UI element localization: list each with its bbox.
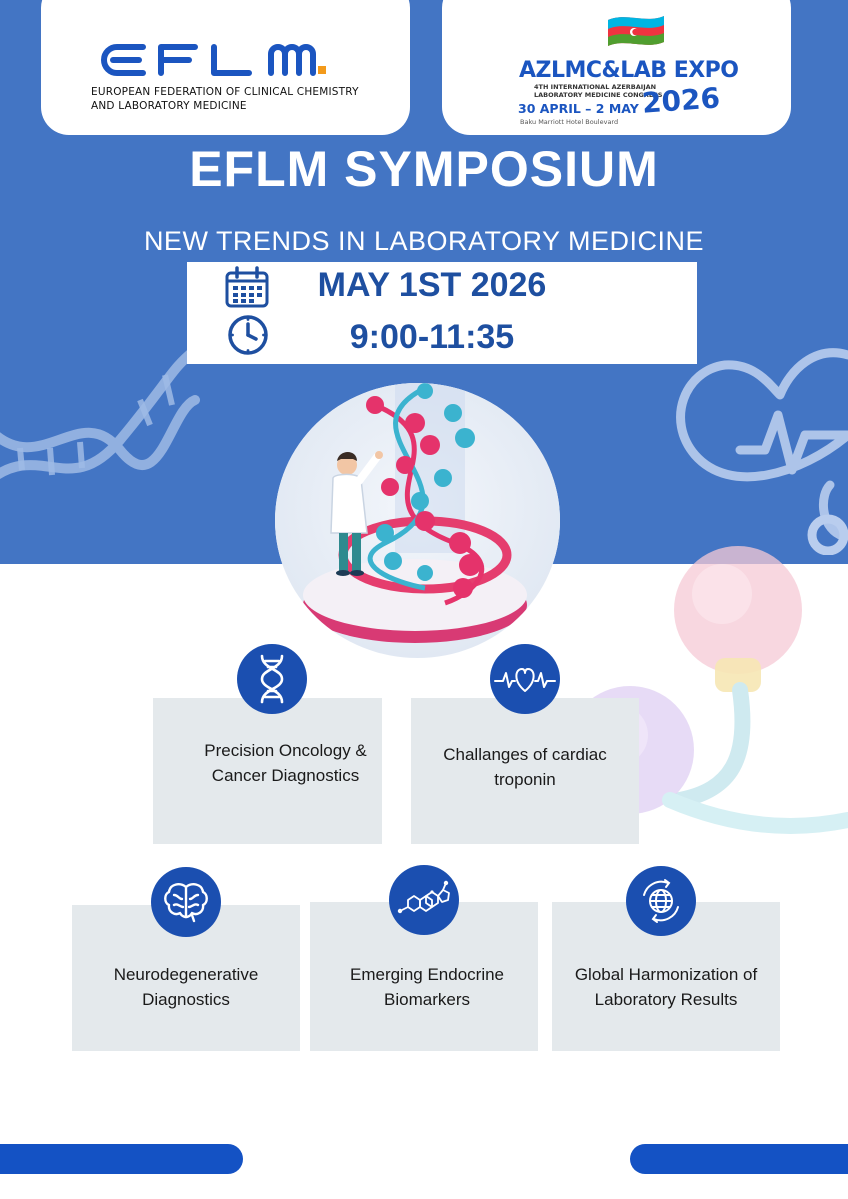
topic-title: Global Harmonization of Laboratory Resul… bbox=[552, 962, 780, 1012]
hero-illustration bbox=[275, 383, 560, 658]
expo-congress-line2: LABORATORY MEDICINE CONGRESS bbox=[534, 91, 663, 99]
topic-card-troponin: Challanges of cardiac troponin bbox=[411, 698, 639, 844]
topic-line1: Global Harmonization of bbox=[574, 965, 758, 984]
topic-title: Challanges of cardiac troponin bbox=[411, 742, 639, 792]
eflm-wordmark bbox=[101, 44, 326, 76]
topic-title: Neurodegenerative Diagnostics bbox=[72, 962, 300, 1012]
topic-line2: Laboratory Results bbox=[594, 990, 738, 1009]
globe-icon bbox=[626, 866, 696, 936]
expo-dates: 30 APRIL – 2 MAY bbox=[518, 101, 639, 116]
topic-title: Emerging Endocrine Biomarkers bbox=[310, 962, 544, 1012]
scientist-figure bbox=[330, 451, 383, 576]
topic-line1: Emerging Endocrine bbox=[349, 965, 505, 984]
topic-card-oncology: Precision Oncology & Cancer Diagnostics bbox=[153, 698, 382, 844]
event-date: MAY 1ST 2026 bbox=[317, 266, 547, 304]
date-time-box: MAY 1ST 2026 9:00-11:35 bbox=[187, 262, 697, 364]
eflm-full-name-line1: EUROPEAN FEDERATION OF CLINICAL CHEMISTR… bbox=[91, 86, 359, 98]
topic-line1: Precision Oncology & bbox=[204, 741, 367, 760]
dna-outline-decoration bbox=[0, 345, 200, 480]
topic-line2: troponin bbox=[494, 770, 556, 789]
clock-icon bbox=[228, 315, 268, 355]
azerbaijan-flag-icon bbox=[608, 16, 664, 46]
topic-line2: Biomarkers bbox=[384, 990, 470, 1009]
topic-line1: Challanges of cardiac bbox=[443, 745, 607, 764]
footer-bar-left bbox=[0, 1144, 243, 1174]
brain-icon bbox=[151, 867, 221, 937]
topic-title: Precision Oncology & Cancer Diagnostics bbox=[153, 738, 418, 788]
eflm-logo-card: EUROPEAN FEDERATION OF CLINICAL CHEMISTR… bbox=[41, 0, 410, 135]
calendar-icon bbox=[225, 266, 269, 308]
event-title: EFLM SYMPOSIUM bbox=[189, 141, 659, 197]
scientist-dna-illustration bbox=[275, 383, 560, 658]
expo-congress-line1: 4TH INTERNATIONAL AZERBAIJAN bbox=[534, 83, 657, 91]
molecule-icon bbox=[389, 865, 459, 935]
eflm-full-name-line2: AND LABORATORY MEDICINE bbox=[91, 100, 247, 112]
heartbeat-icon bbox=[490, 644, 560, 714]
expo-logo-card: AZLMC&LAB EXPO 4TH INTERNATIONAL AZERBAI… bbox=[442, 0, 791, 135]
footer-bar-right bbox=[630, 1144, 848, 1174]
topic-line2: Cancer Diagnostics bbox=[211, 766, 360, 785]
expo-name: AZLMC&LAB EXPO bbox=[519, 58, 739, 83]
event-subtitle: NEW TRENDS IN LABORATORY MEDICINE bbox=[143, 226, 705, 256]
dna-icon bbox=[237, 644, 307, 714]
event-time: 9:00-11:35 bbox=[349, 318, 515, 356]
topic-line2: Diagnostics bbox=[142, 990, 230, 1009]
expo-year: 2026 bbox=[640, 81, 721, 120]
expo-venue: Baku Marriott Hotel Boulevard bbox=[520, 118, 619, 126]
heart-outline-decoration bbox=[676, 348, 848, 555]
topic-line1: Neurodegenerative bbox=[113, 965, 259, 984]
